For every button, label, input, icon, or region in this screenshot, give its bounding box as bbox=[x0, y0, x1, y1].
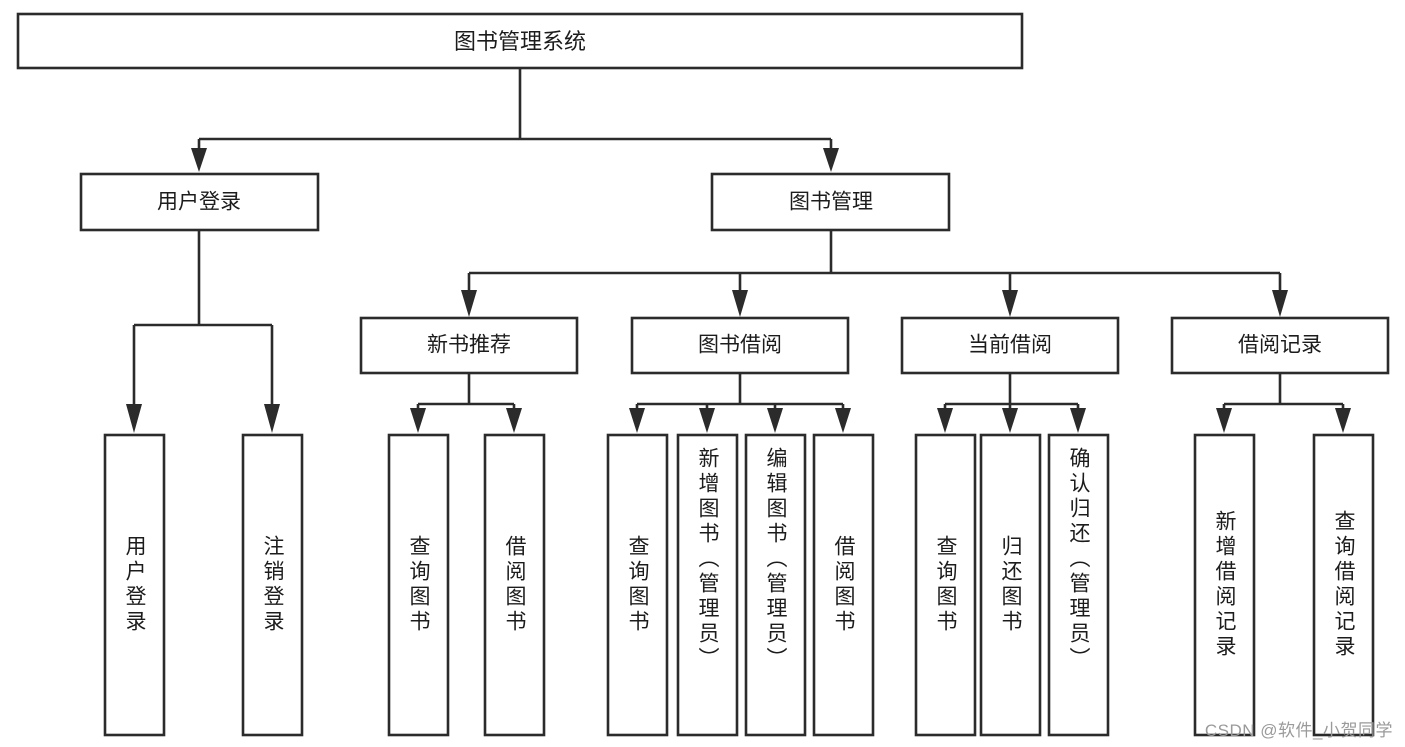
node-root-label: 图书管理系统 bbox=[454, 29, 586, 54]
leaf-box-borrow-edit[interactable] bbox=[744, 433, 807, 737]
node-root[interactable]: 图书管理系统 bbox=[16, 12, 1024, 70]
leaf-box-record-query[interactable] bbox=[1312, 433, 1375, 737]
leaf-box-record-add[interactable] bbox=[1193, 433, 1256, 737]
node-book-manage-label: 图书管理 bbox=[789, 191, 873, 214]
arrow-head-leaf-rec-query bbox=[410, 408, 426, 433]
watermark-text: CSDN @软件_小贺同学 bbox=[1204, 721, 1393, 740]
node-new-book-rec-box[interactable] bbox=[359, 316, 579, 375]
node-borrow-record-box[interactable] bbox=[1170, 316, 1390, 375]
arrow-head-leaf-rec-borrow bbox=[506, 408, 522, 433]
node-new-book-rec-label: 新书推荐 bbox=[427, 334, 511, 357]
arrow-head-leaf-borrow-query bbox=[629, 408, 645, 433]
arrow-head-leaf-current-confirm bbox=[1070, 408, 1086, 433]
leaf-box-borrow-lend[interactable] bbox=[812, 433, 875, 737]
arrow-head-leaf-current-query bbox=[937, 408, 953, 433]
leaf-box-borrow-add[interactable] bbox=[676, 433, 739, 737]
arrow-head-leaf-record-add bbox=[1216, 408, 1232, 433]
arrow-head-leaf-borrow-edit bbox=[767, 408, 783, 433]
node-root-box[interactable] bbox=[16, 12, 1024, 70]
arrow-head-leaf-borrow-lend bbox=[835, 408, 851, 433]
node-book-manage-box[interactable] bbox=[710, 172, 951, 232]
arrow-head-to-book-manage bbox=[823, 148, 839, 172]
node-current-borrow-box[interactable] bbox=[900, 316, 1120, 375]
arrow-head-leaf-record-query bbox=[1335, 408, 1351, 433]
arrow-head-leaf-user-login bbox=[126, 404, 142, 433]
leaf-box-user-login[interactable] bbox=[103, 433, 166, 737]
leaf-box-borrow-query[interactable] bbox=[606, 433, 669, 737]
arrow-head-leaf-user-logout bbox=[264, 404, 280, 433]
node-borrow-record-label: 借阅记录 bbox=[1238, 334, 1322, 357]
node-current-borrow-label: 当前借阅 bbox=[968, 334, 1052, 357]
leaf-box-rec-borrow[interactable] bbox=[483, 433, 546, 737]
node-book-borrow-label: 图书借阅 bbox=[698, 334, 782, 357]
leaf-box-rec-query[interactable] bbox=[387, 433, 450, 737]
node-book-borrow-box[interactable] bbox=[630, 316, 850, 375]
node-new-book-rec[interactable]: 新书推荐 bbox=[359, 316, 579, 375]
node-user-login[interactable]: 用户登录 bbox=[79, 172, 320, 232]
node-current-borrow[interactable]: 当前借阅 bbox=[900, 316, 1120, 375]
arrow-head-to-new-book-rec bbox=[461, 290, 477, 317]
node-book-borrow[interactable]: 图书借阅 bbox=[630, 316, 850, 375]
arrow-head-to-book-borrow bbox=[732, 290, 748, 317]
leaf-box-current-confirm[interactable] bbox=[1047, 433, 1110, 737]
leaf-box-current-return[interactable] bbox=[979, 433, 1042, 737]
arrow-head-to-borrow-record bbox=[1272, 290, 1288, 317]
node-borrow-record[interactable]: 借阅记录 bbox=[1170, 316, 1390, 375]
arrow-head-leaf-borrow-add bbox=[699, 408, 715, 433]
node-book-manage[interactable]: 图书管理 bbox=[710, 172, 951, 232]
arrow-head-to-current-borrow bbox=[1002, 290, 1018, 317]
arrow-head-to-user-login bbox=[191, 148, 207, 172]
leaf-box-current-query[interactable] bbox=[914, 433, 977, 737]
leaf-box-user-logout[interactable] bbox=[241, 433, 304, 737]
arrow-head-leaf-current-return bbox=[1002, 408, 1018, 433]
node-user-login-label: 用户登录 bbox=[157, 191, 241, 214]
